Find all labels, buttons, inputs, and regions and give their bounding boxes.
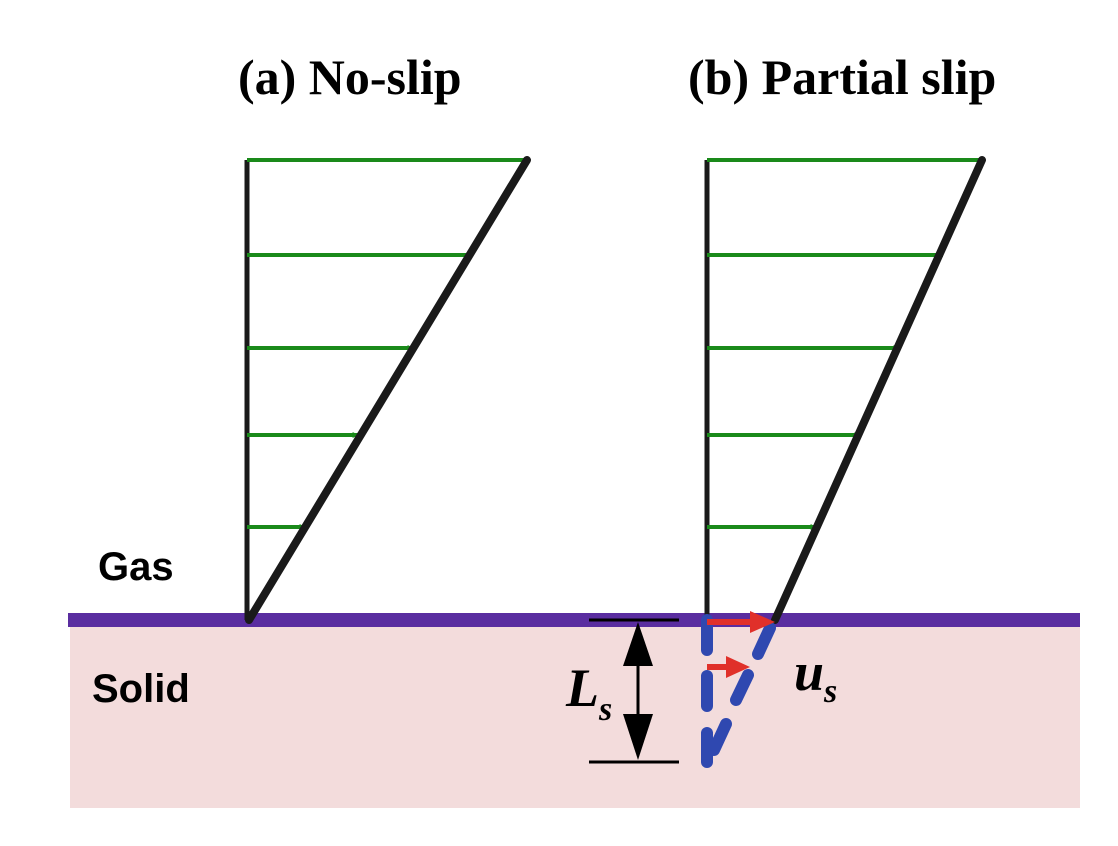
slip-velocity-arrows: [707, 611, 775, 678]
slip-velocity-letter: u: [794, 642, 824, 702]
panel-b-profile: [701, 156, 986, 768]
slip-arrow-head: [750, 611, 775, 633]
gas-label: Gas: [98, 545, 174, 589]
dimension-arrow-down: [623, 714, 653, 760]
extrapolation-dash: [708, 718, 732, 756]
slip-length-dimension: [589, 618, 679, 764]
panel-a-profile: [244, 156, 531, 624]
panel-b-profile-line: [771, 156, 986, 624]
slip-extrapolation: [701, 614, 776, 768]
slip-length-letter: L: [565, 658, 599, 718]
slip-length-symbol: Ls: [565, 658, 612, 728]
extrapolation-dash: [730, 669, 754, 706]
slip-velocity-symbol: us: [794, 642, 837, 710]
solid-label: Solid: [92, 667, 190, 711]
panel-a-profile-line: [245, 156, 531, 624]
dimension-arrow-up: [623, 622, 653, 666]
slip-arrow-head: [726, 656, 750, 678]
extrapolation-dash: [752, 622, 776, 660]
slip-length-subscript: s: [598, 691, 612, 728]
panel-a-title: (a) No-slip: [238, 49, 462, 105]
panel-b-velocity-arrows: [707, 157, 986, 530]
panel-a-velocity-arrows: [247, 157, 531, 530]
panel-b-title: (b) Partial slip: [688, 49, 996, 105]
solid-region: [70, 620, 1080, 808]
slip-velocity-subscript: s: [823, 673, 837, 710]
